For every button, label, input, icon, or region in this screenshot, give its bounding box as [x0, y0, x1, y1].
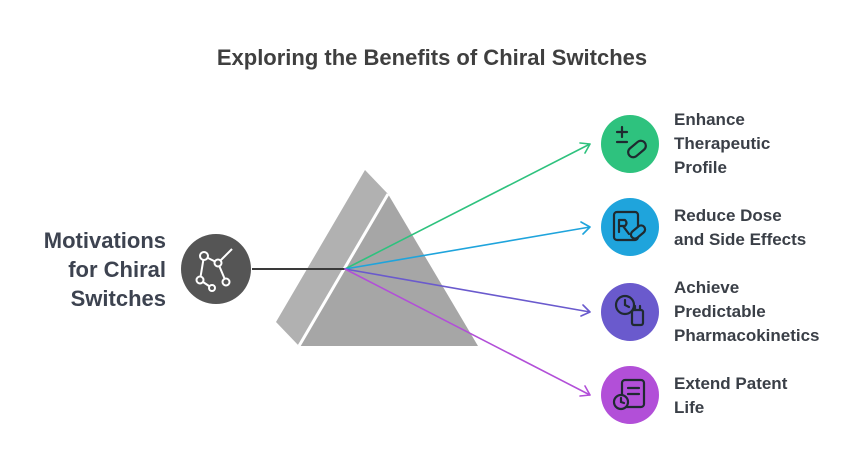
output-label-line: Achieve [674, 278, 740, 297]
source-line-3: Switches [70, 286, 166, 311]
molecule-network-icon [181, 234, 251, 304]
output-label-line: and Side Effects [674, 230, 807, 249]
source-line-1: Motivations [43, 228, 166, 253]
output-label-line: Profile [674, 158, 727, 177]
output-label-enhance: Enhance Therapeutic Profile [674, 108, 770, 180]
beam-achieve [344, 268, 591, 317]
output-label-line: Extend Patent [674, 374, 788, 393]
clock-vial-icon [601, 283, 659, 341]
beam-extend [344, 268, 591, 397]
prism-side-face [276, 170, 388, 346]
output-label-line: Predictable [674, 302, 766, 321]
source-line-2: for Chiral [68, 257, 166, 282]
pill-plus-minus-icon [601, 115, 659, 173]
source-label: Motivations for Chiral Switches [14, 226, 166, 313]
prism-front-face [299, 194, 478, 346]
diagram-title: Exploring the Benefits of Chiral Switche… [216, 45, 648, 70]
output-label-line: Life [674, 398, 705, 417]
output-label-line: Enhance [674, 110, 745, 129]
output-label-achieve: Achieve Predictable Pharmacokinetics [674, 276, 820, 348]
output-label-extend: Extend Patent Life [674, 372, 787, 420]
output-label-line: Therapeutic [674, 134, 771, 153]
document-clock-icon [601, 366, 659, 424]
output-label-line: Pharmacokinetics [674, 326, 820, 345]
output-label-line: Reduce Dose [674, 206, 782, 225]
beam-reduce [344, 221, 591, 270]
output-label-reduce: Reduce Dose and Side Effects [674, 204, 806, 252]
prescription-rx-icon [601, 198, 659, 256]
beam-enhance [344, 142, 591, 270]
